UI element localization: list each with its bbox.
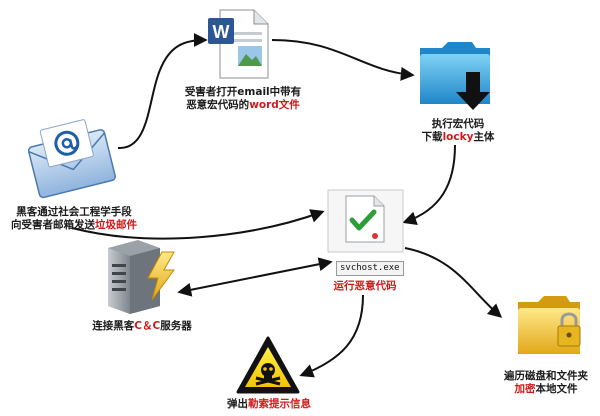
arrow-download-to-svchost xyxy=(402,144,456,225)
word-caption-highlight: word文件 xyxy=(249,99,300,111)
arrow-svchost-to-warning xyxy=(299,294,364,378)
warning-skull-icon xyxy=(236,336,300,394)
email-caption-line1: 黑客通过社会工程学手段 xyxy=(16,206,132,218)
server-caption-suffix: 服务器 xyxy=(160,320,192,332)
email-caption: 黑客通过社会工程学手段 向受害者邮箱发送垃圾邮件 xyxy=(4,206,144,232)
folder-caption-line1: 遍历磁盘和文件夹 xyxy=(504,370,588,382)
server-caption-prefix: 连接黑客 xyxy=(92,320,135,332)
download-caption-line1: 执行宏代码 xyxy=(431,118,485,130)
email-icon xyxy=(27,119,116,199)
arrow-email-to-word xyxy=(117,33,208,150)
flow-arrows xyxy=(71,33,503,378)
server-icon xyxy=(108,240,160,314)
arrow-svchost-server xyxy=(177,257,333,297)
arrow-svchost-to-folder xyxy=(404,247,503,318)
svg-text:W: W xyxy=(213,22,230,42)
download-folder-icon xyxy=(420,42,490,110)
svchost-caption: 运行恶意代码 xyxy=(333,280,397,292)
word-caption-line1: 受害者打开email中带有 xyxy=(184,86,302,98)
download-caption: 执行宏代码 下载locky主体 xyxy=(408,118,508,144)
svchost-filename: svchost.exe xyxy=(336,261,404,276)
download-caption-highlight: locky xyxy=(442,131,474,143)
download-caption-prefix: 下载 xyxy=(421,131,443,143)
executable-file-icon xyxy=(327,189,404,253)
warning-caption: 弹出勒索提示信息 xyxy=(214,398,324,411)
locked-folder-icon xyxy=(518,296,581,354)
server-caption-highlight: C＆C xyxy=(134,320,161,332)
word-caption-line2: 恶意宏代码的 xyxy=(186,99,250,111)
server-caption: 连接黑客C＆C服务器 xyxy=(72,320,212,333)
folder-caption-highlight: 加密 xyxy=(514,383,536,395)
folder-caption: 遍历磁盘和文件夹 加密本地文件 xyxy=(496,370,596,396)
word-document-icon: W xyxy=(208,9,269,79)
arrow-email-to-svchost xyxy=(71,209,325,240)
warning-caption-highlight: 勒索提示信息 xyxy=(248,398,311,410)
warning-caption-prefix: 弹出 xyxy=(227,398,248,410)
download-caption-suffix: 主体 xyxy=(473,131,495,143)
email-caption-line2: 向受害者邮箱发送 xyxy=(11,219,95,231)
folder-caption-suffix: 本地文件 xyxy=(535,383,578,395)
word-caption: 受害者打开email中带有 恶意宏代码的word文件 xyxy=(178,86,308,112)
email-caption-highlight: 垃圾邮件 xyxy=(95,219,137,231)
lightning-icon xyxy=(147,251,175,301)
arrow-word-to-download xyxy=(271,39,415,81)
